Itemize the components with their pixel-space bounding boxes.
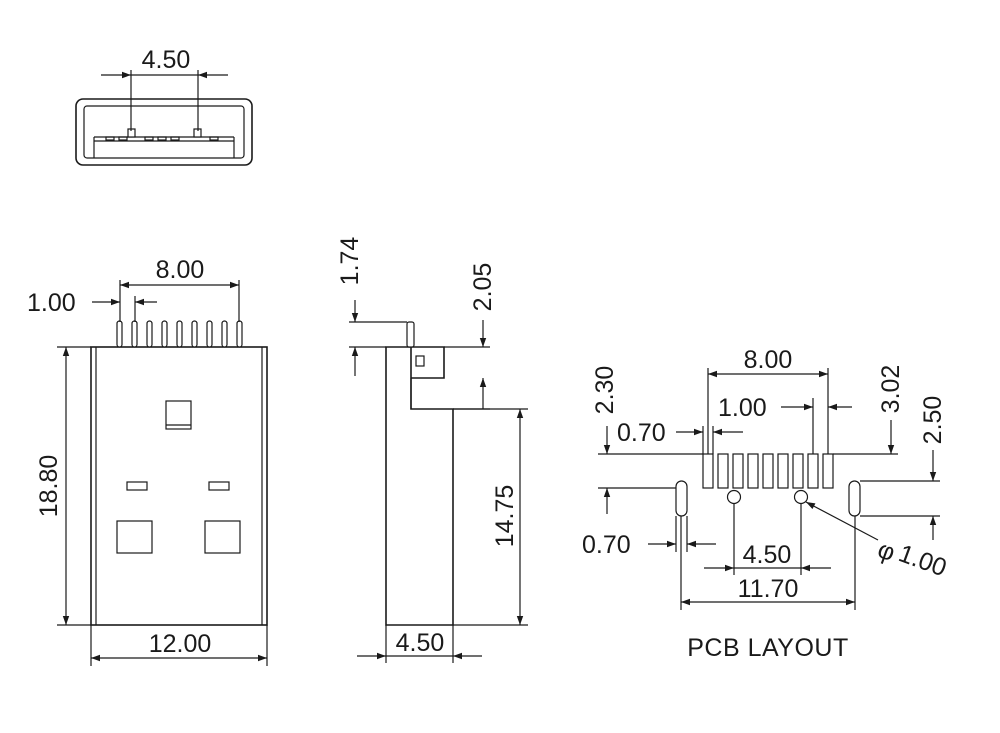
- pcb-hole-diameter-label: 1.00: [895, 539, 950, 582]
- pcb-layout-title: PCB LAYOUT: [687, 634, 849, 662]
- front-contact-span-label: 8.00: [156, 256, 205, 284]
- pcb-hole-spacing-label: 4.50: [743, 541, 792, 569]
- pcb-slot-length-label: 2.50: [919, 396, 947, 445]
- pcb-row-offset-label: 2.30: [591, 366, 619, 415]
- pcb-pad-span-label: 8.00: [744, 346, 793, 374]
- pcb-hole-right: [793, 489, 809, 505]
- pcb-overall-label: 11.70: [738, 575, 799, 603]
- pcb-layout: 8.00 1.00 0.70 2.30 3.02: [582, 346, 950, 662]
- pcb-slot-offset-label: 3.02: [877, 365, 905, 414]
- pcb-slot-right: [848, 480, 861, 517]
- pcb-hole-left: [726, 489, 742, 505]
- front-view-windows: [116, 400, 241, 554]
- body-width-label: 12.00: [149, 630, 212, 658]
- end-view: 4.50: [75, 46, 253, 166]
- front-pin-pitch-label: 1.00: [27, 289, 76, 317]
- body-height-label: 18.80: [35, 455, 63, 518]
- pcb-slot-width-label: 0.70: [582, 531, 631, 559]
- side-tab-top-label: 1.74: [336, 237, 364, 286]
- pcb-pad-width-label: 0.70: [617, 419, 666, 447]
- side-step-label: 2.05: [469, 263, 497, 312]
- side-thickness-label: 4.50: [396, 629, 445, 657]
- side-view: 1.74 2.05 14.75 4.50: [336, 237, 528, 663]
- pcb-pad-pitch-label: 1.00: [718, 394, 767, 422]
- end-pin-spacing-label: 4.50: [142, 46, 191, 74]
- end-view-contacts: [105, 128, 219, 141]
- front-view: 8.00 1.00 18.80 12.00: [27, 256, 268, 666]
- pcb-slot-left: [675, 480, 688, 517]
- front-view-pins: [116, 320, 243, 348]
- side-body-length-label: 14.75: [491, 485, 519, 548]
- pcb-pads: [702, 453, 834, 489]
